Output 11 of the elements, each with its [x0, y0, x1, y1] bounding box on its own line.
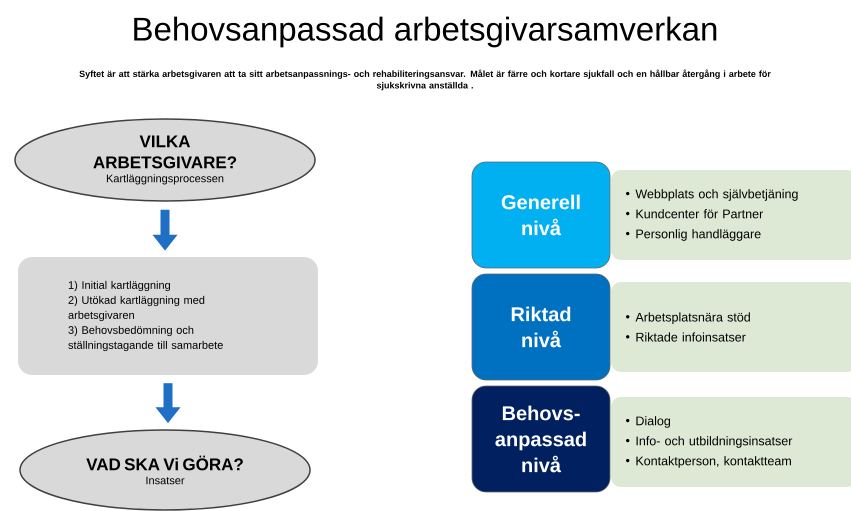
level-box: Riktad nivå — [472, 274, 610, 380]
ellipse-node: VILKA ARBETSGIVARE? Kartläggningsprocessen — [14, 118, 316, 202]
list-panel: Arbetsplatsnära stöd Riktade infoinsatser — [611, 282, 851, 372]
level-box: Behovs-anpassad nivå — [472, 386, 610, 492]
list-panel: Dialog Info- och utbildningsinsatser Kontaktperson, kontaktteam — [611, 397, 851, 487]
title: Behovsanpassad arbetsgivarsamverkan — [134, 16, 716, 48]
subtitle: Syftet är att stärka arbetsgivaren att ta sitt arbetsanpassnings- och rehabiliteringsansvar. Målet är färre och kortare sjukfall och en hållbar återgång i arbete för sjukskrivna anställda . — [79, 70, 771, 90]
level-box: Generell nivå — [472, 162, 610, 268]
ellipse-node: VAD SKA Vi GÖRA? Insatser — [19, 429, 311, 511]
process-box: 1) Initial kartläggning 2) Utökad kartläggning med arbetsgivaren 3) Behovsbedömning och ställningstagande till samarbete — [18, 257, 318, 375]
list-panel: Webbplats och självbetjäning Kundcenter för Partner Personlig handläggare — [611, 170, 851, 260]
